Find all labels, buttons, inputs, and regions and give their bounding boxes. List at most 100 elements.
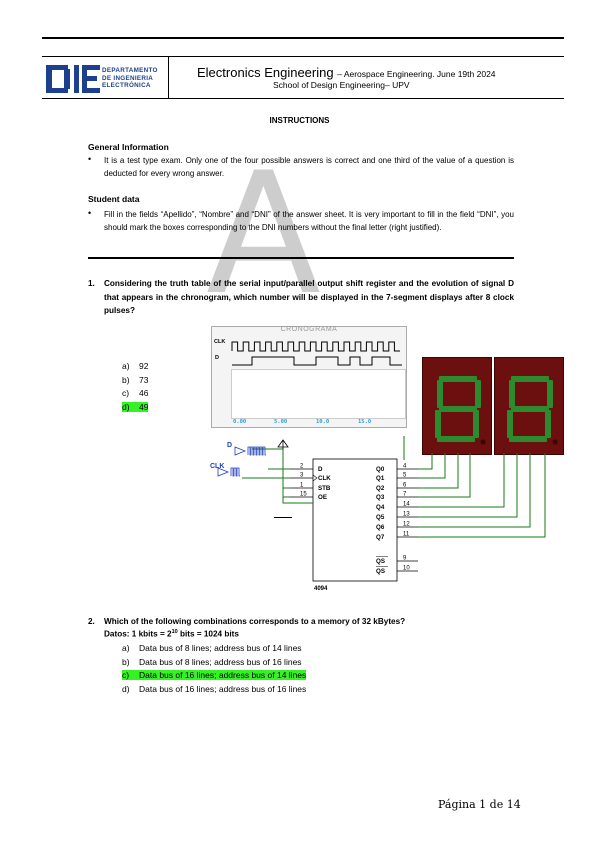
clk-waveform — [231, 341, 400, 352]
option-text: Data bus of 16 lines; address bus of 14 … — [139, 670, 307, 680]
option-text: Data bus of 8 lines; address bus of 16 l… — [139, 656, 302, 667]
q2-option-b: b)Data bus of 8 lines; address bus of 16… — [122, 657, 302, 667]
digit-8-glyph — [507, 376, 558, 445]
chip-4094 — [312, 458, 398, 582]
section-rule — [88, 257, 514, 259]
question-number: 2. — [88, 617, 95, 626]
pin-label: QS — [376, 568, 385, 575]
pin-label: Q1 — [376, 475, 385, 482]
decimal-point — [480, 439, 486, 445]
chronogram-window: CRONOGRAMA CLK D 0.00 5.00 10.0 15.0 — [211, 326, 407, 428]
chronogram-d-label: D — [215, 355, 219, 361]
option-text: 92 — [139, 361, 149, 371]
pin-label: Q4 — [376, 504, 385, 511]
chronogram-clk-label: CLK — [214, 339, 226, 345]
student-text: Fill in the fields “Apellido”, “Nombre” … — [104, 210, 514, 232]
pin-number: 13 — [403, 512, 410, 518]
pin-number: 7 — [403, 492, 407, 498]
header-bottom-rule — [42, 98, 564, 99]
exam-variant-watermark: A — [206, 136, 321, 332]
option-letter: b) — [122, 374, 130, 385]
source-clk-pulse-icon — [230, 467, 240, 477]
option-text: 73 — [139, 374, 149, 385]
output-wire — [418, 453, 505, 508]
time-tick-label: 0.00 — [233, 419, 246, 425]
chronogram-title: CRONOGRAMA — [280, 326, 338, 333]
department-logo: DEPARTAMENTO DE INGENIERIA ELECTRÓNICA — [44, 61, 164, 97]
segment — [509, 380, 515, 408]
pin-number: 11 — [403, 532, 410, 538]
chip-name: 4094 — [314, 586, 328, 592]
source-clk-arrow-icon — [217, 467, 230, 477]
seven-segment-display-2 — [494, 357, 564, 455]
output-wire — [418, 453, 471, 498]
segment — [511, 376, 549, 382]
student-heading: Student data — [88, 194, 140, 204]
output-wire — [418, 453, 546, 538]
time-tick-label: 5.00 — [274, 419, 287, 425]
top-rule-thin — [42, 56, 564, 57]
pin-label: Q7 — [376, 534, 385, 541]
pin-number: 15 — [300, 492, 307, 498]
input-wire — [252, 448, 313, 504]
pin-number: 6 — [403, 483, 407, 489]
datos-exponent: 10 — [171, 629, 178, 635]
datos-line: Datos: 1 kbits = 210 bits = 1024 bits — [104, 629, 239, 639]
pin-label: Q0 — [376, 466, 385, 473]
pin-label: QS — [376, 558, 385, 565]
source-clk-label: CLK — [210, 463, 224, 470]
option-text: Data bus of 16 lines; address bus of 16 … — [139, 683, 307, 694]
segment — [511, 406, 549, 412]
pin-number: 14 — [403, 502, 410, 508]
pin-label: Q5 — [376, 514, 385, 521]
segment — [437, 436, 475, 442]
question-text: Which of the following combinations corr… — [104, 617, 406, 626]
decimal-point — [552, 439, 558, 445]
question-number: 1. — [88, 279, 95, 288]
q1-option-b: b) 73 — [122, 375, 148, 385]
pin-number: 12 — [403, 522, 410, 528]
output-wire — [418, 453, 531, 528]
option-letter: a) — [122, 361, 130, 371]
question-1: 1. Considering the truth table of the ser… — [88, 277, 514, 318]
bullet-icon: • — [88, 208, 92, 218]
source-d-label: D — [227, 442, 232, 449]
question-text: Considering the truth table of the seria… — [104, 279, 514, 315]
bullet-icon: • — [88, 154, 92, 164]
pin-label: OE — [318, 494, 327, 501]
clock-marker — [312, 474, 318, 482]
segment — [473, 410, 479, 438]
pin-number: 10 — [403, 566, 410, 572]
general-text: It is a test type exam. Only one of the … — [104, 156, 514, 178]
output-wire — [418, 453, 518, 518]
option-letter: c) — [122, 388, 130, 398]
pin-label: Q3 — [376, 494, 385, 501]
header-school: School of Design Engineering– UPV — [273, 80, 410, 90]
top-rule-thick — [42, 37, 564, 39]
q2-option-d: d) Data bus of 16 lines; address bus of 1… — [122, 684, 306, 694]
d-waveform — [232, 356, 402, 366]
option-letter: d) — [122, 683, 130, 694]
pin-number: 4 — [403, 464, 407, 470]
option-letter: c) — [122, 670, 130, 680]
q1-option-a: a) 92 — [122, 361, 148, 371]
pin-number: 1 — [300, 483, 304, 489]
segment — [439, 376, 477, 382]
header-subtitle: – Aerospace Engineering. June 19th 2024 — [337, 69, 496, 79]
pin-number: 2 — [300, 464, 304, 470]
datos-prefix: Datos: 1 kbits = 2 — [104, 629, 172, 639]
segment — [439, 406, 477, 412]
question-2: 2. Which of the following combinations co… — [88, 615, 528, 629]
dept-line-2: DE INGENIERIA — [102, 74, 154, 82]
seven-segment-display-1 — [422, 357, 492, 455]
q2-option-c: c) Data bus of 16 lines; address bus of 1… — [122, 670, 307, 680]
header-divider — [168, 57, 169, 98]
time-tick-label: 10.0 — [316, 419, 329, 425]
digit-8-glyph — [435, 376, 486, 445]
chronogram-plot: 0.00 5.00 10.0 15.0 — [231, 341, 402, 425]
pin-label: CLK — [318, 475, 331, 482]
time-tick-label: 15.0 — [358, 419, 371, 425]
die-logo-icon — [46, 65, 100, 93]
pin-number: 3 — [300, 473, 304, 479]
pin-label: Q2 — [376, 485, 385, 492]
